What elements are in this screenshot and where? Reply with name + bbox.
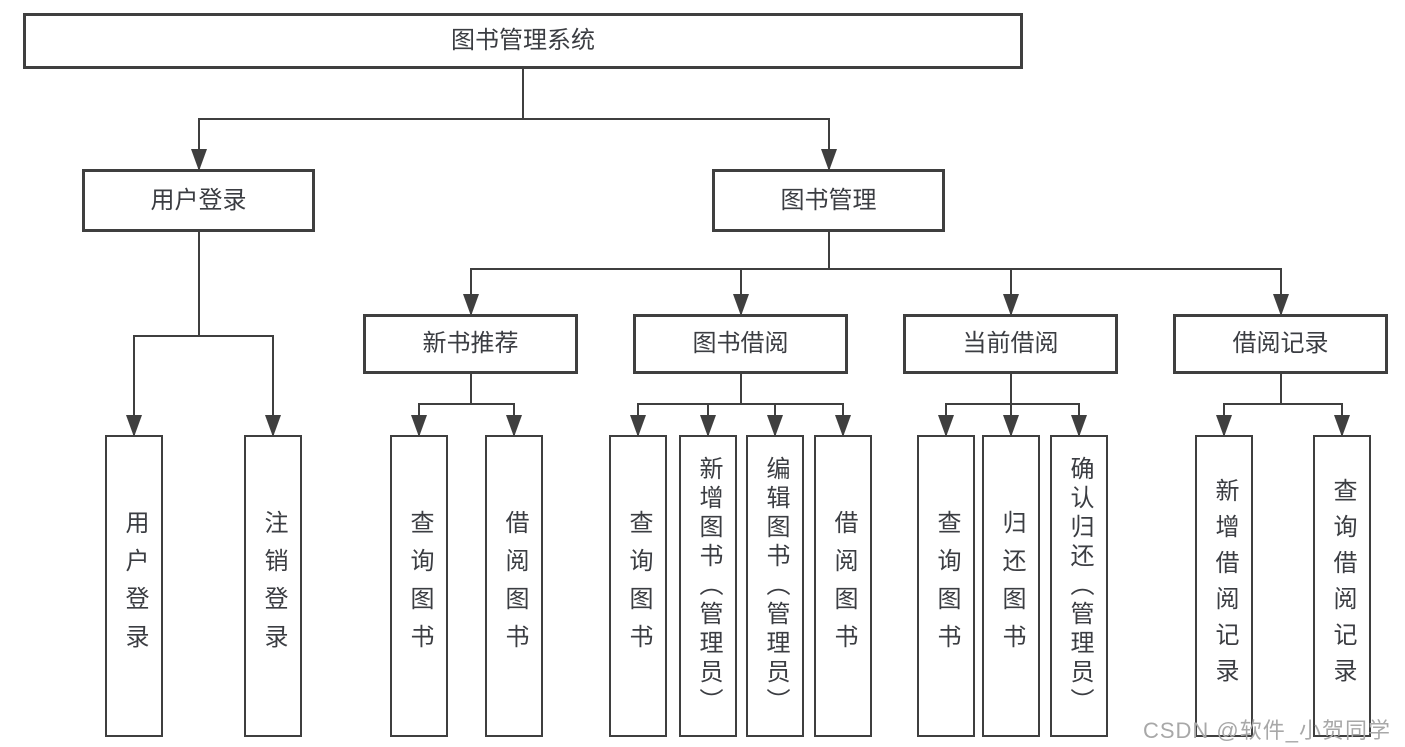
connector-drop <box>272 336 274 435</box>
watermark: CSDN @软件_小贺同学 <box>1142 718 1391 743</box>
node-label: 查询图书 <box>406 510 433 662</box>
connector-bar <box>197 118 830 120</box>
node-label: 查询图书 <box>933 510 960 662</box>
node-label: 新书推荐 <box>422 330 519 357</box>
node-label: 新增图书（管理员） <box>695 455 722 717</box>
node-label: 借阅图书 <box>830 510 857 662</box>
connector-bar <box>637 403 844 405</box>
node-label: 查询图书 <box>625 510 652 662</box>
node-leaf-cb-return: 归还图书 <box>982 435 1040 737</box>
arrowhead-down-icon <box>630 415 646 437</box>
node-borrow-records: 借阅记录 <box>1173 314 1388 374</box>
arrowhead-down-icon <box>462 294 479 316</box>
connector-stem <box>522 69 524 119</box>
node-new-book-rec: 新书推荐 <box>363 314 578 374</box>
connector-drop <box>739 269 742 314</box>
node-leaf-bb-edit: 编辑图书（管理员） <box>746 435 804 737</box>
connector-stem <box>1279 374 1282 404</box>
connector-stem <box>197 232 200 336</box>
arrowhead-down-icon <box>835 415 851 437</box>
node-label: 确认归还（管理员） <box>1066 455 1093 717</box>
node-leaf-nbr-borrow: 借阅图书 <box>485 435 543 737</box>
connector-drop <box>827 119 830 169</box>
arrowhead-down-icon <box>938 415 954 437</box>
connector-stem <box>469 374 472 404</box>
arrowhead-down-icon <box>1334 415 1350 437</box>
node-leaf-bb-borrow: 借阅图书 <box>814 435 872 737</box>
node-leaf-bb-query: 查询图书 <box>609 435 667 737</box>
connector-bar <box>945 403 1080 405</box>
arrowhead-down-icon <box>732 294 749 316</box>
connector-bar <box>1223 403 1343 405</box>
arrowhead-down-icon <box>190 149 207 171</box>
node-leaf-br-add: 新增借阅记录 <box>1195 435 1253 737</box>
node-book-mgmt: 图书管理 <box>712 169 945 232</box>
arrowhead-down-icon <box>1272 294 1289 316</box>
node-label: 用户登录 <box>121 510 148 662</box>
arrowhead-down-icon <box>126 415 142 437</box>
connector-bar <box>418 403 515 405</box>
arrowhead-down-icon <box>1071 415 1087 437</box>
connector-bar <box>133 335 274 337</box>
node-label: 归还图书 <box>998 510 1025 662</box>
connector-drop <box>469 269 472 314</box>
node-label: 查询借阅记录 <box>1329 478 1356 694</box>
arrowhead-down-icon <box>1003 415 1019 437</box>
node-current-borrow: 当前借阅 <box>903 314 1118 374</box>
node-leaf-br-query: 查询借阅记录 <box>1313 435 1371 737</box>
node-leaf-logout: 注销登录 <box>244 435 302 737</box>
node-leaf-cb-query: 查询图书 <box>917 435 975 737</box>
connector-drop <box>133 336 135 435</box>
node-label: 用户登录 <box>150 186 247 214</box>
node-label: 注销登录 <box>260 510 287 662</box>
connector-drop <box>1279 269 1282 314</box>
node-label: 新增借阅记录 <box>1211 478 1238 694</box>
arrowhead-down-icon <box>411 415 427 437</box>
arrowhead-down-icon <box>506 415 522 437</box>
node-label: 借阅记录 <box>1232 330 1329 357</box>
node-label: 图书管理 <box>780 186 877 214</box>
node-label: 图书借阅 <box>692 330 789 357</box>
connector-bar <box>469 268 1282 270</box>
node-book-borrow: 图书借阅 <box>633 314 848 374</box>
arrowhead-down-icon <box>820 149 837 171</box>
connector-drop <box>1009 269 1012 314</box>
arrowhead-down-icon <box>1216 415 1232 437</box>
arrowhead-down-icon <box>265 415 281 437</box>
node-leaf-cb-confirm: 确认归还（管理员） <box>1050 435 1108 737</box>
node-root: 图书管理系统 <box>23 13 1023 69</box>
node-leaf-bb-add: 新增图书（管理员） <box>679 435 737 737</box>
node-user-login: 用户登录 <box>82 169 315 232</box>
node-leaf-nbr-query: 查询图书 <box>390 435 448 737</box>
connector-stem <box>739 374 742 404</box>
connector-drop <box>197 119 200 169</box>
arrowhead-down-icon <box>700 415 716 437</box>
node-label: 图书管理系统 <box>451 27 595 54</box>
arrowhead-down-icon <box>1002 294 1019 316</box>
arrowhead-down-icon <box>767 415 783 437</box>
node-label: 当前借阅 <box>962 330 1059 357</box>
node-label: 编辑图书（管理员） <box>762 455 789 717</box>
node-label: 借阅图书 <box>501 510 528 662</box>
connector-stem <box>827 232 830 269</box>
node-leaf-user-login: 用户登录 <box>105 435 163 737</box>
connector-stem <box>1009 374 1012 404</box>
